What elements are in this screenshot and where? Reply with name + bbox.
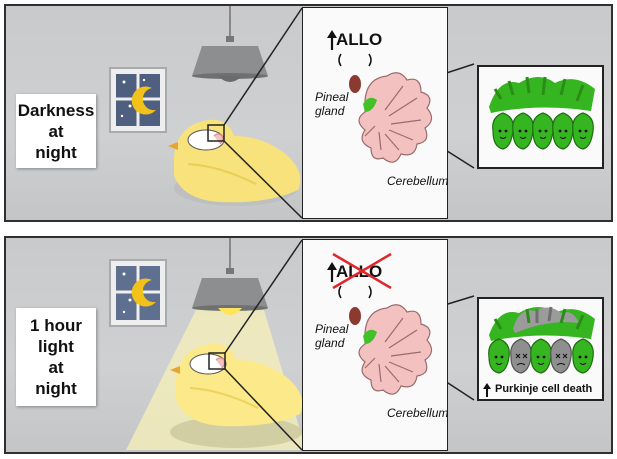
brain-zoom-box: ALLO Pineal gland Cerebellum	[302, 7, 448, 219]
allo-label: ALLO	[336, 30, 383, 49]
window-moon-icon	[109, 67, 167, 133]
purkinje-cells-box: Purkinje cell death	[477, 297, 604, 401]
brain-zoom-box: ALLO Pineal gland Cerebellum	[302, 239, 448, 451]
condition-line: 1 hour	[30, 316, 82, 335]
condition-label-darkness: Darkness at night	[16, 94, 96, 168]
pineal-gland-label: Pineal gland	[315, 90, 349, 118]
window-moon-icon	[109, 259, 167, 327]
brain-icon	[189, 352, 227, 375]
up-arrow-icon	[483, 383, 491, 397]
purkinje-cell-icon	[489, 76, 595, 113]
up-arrow-icon	[327, 30, 337, 50]
condition-label-light: 1 hour light at night	[16, 308, 96, 406]
pineal-gland-shape	[349, 307, 361, 325]
condition-line: light	[38, 337, 74, 356]
pineal-gland-label: Pineal gland	[315, 322, 349, 350]
brain-detail	[327, 262, 433, 395]
condition-line: at	[48, 358, 64, 377]
cerebellum-shape	[358, 304, 433, 395]
cerebellum-label: Cerebellum	[387, 406, 449, 420]
up-arrow-icon	[327, 262, 337, 282]
purkinje-cell-icon	[489, 306, 595, 341]
pineal-gland-shape	[349, 75, 361, 93]
ceiling-lamp-icon	[192, 238, 268, 315]
condition-line: night	[35, 379, 77, 398]
panel-darkness: Darkness at night	[4, 4, 613, 222]
cerebellum-label: Cerebellum	[387, 174, 449, 188]
cerebellum-shape	[358, 72, 433, 163]
scene-bottom	[109, 238, 475, 451]
condition-line: night	[35, 142, 77, 162]
panel-light-at-night: 1 hour light at night ALLO	[4, 236, 613, 454]
condition-line: at	[48, 121, 64, 141]
cross-out-icon	[332, 252, 392, 290]
brain-icon	[187, 124, 225, 151]
purkinje-cells-healthy	[489, 76, 595, 150]
condition-line: Darkness	[17, 100, 95, 120]
purkinje-cell-death-label: Purkinje cell death	[495, 383, 593, 395]
purkinje-cells-dying	[483, 306, 595, 397]
brain-detail	[327, 30, 433, 163]
ceiling-lamp-icon	[192, 6, 268, 82]
bird-icon	[168, 119, 301, 206]
purkinje-cells-box	[477, 65, 604, 169]
